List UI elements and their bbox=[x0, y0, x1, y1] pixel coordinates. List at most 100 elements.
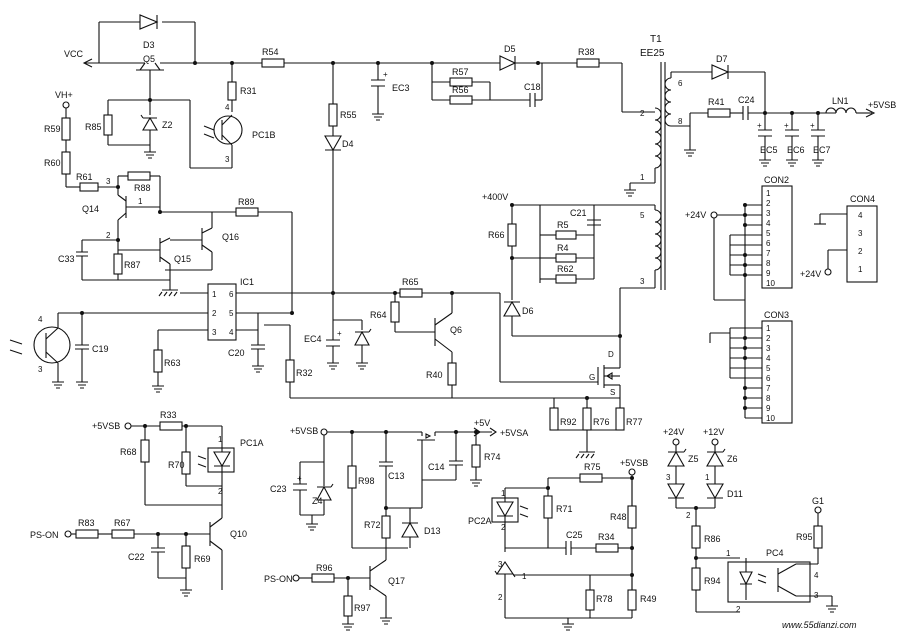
protection-section: +24V +12V Z5 Z6 3 1 D11 2 R86 R94 bbox=[663, 427, 838, 614]
svg-text:6: 6 bbox=[766, 239, 771, 248]
d3-diode bbox=[139, 14, 159, 30]
r89-resistor bbox=[235, 207, 259, 217]
d7-diode bbox=[711, 64, 730, 80]
svg-text:+: + bbox=[337, 329, 342, 338]
gate-drive: R65 R64 Q6 R40 D G S bbox=[370, 277, 621, 398]
r67-label: R67 bbox=[114, 518, 131, 528]
r33-resistor bbox=[159, 421, 183, 431]
z2-zener bbox=[140, 114, 158, 131]
r60-label: R60 bbox=[44, 158, 61, 168]
c19-capacitor bbox=[75, 344, 89, 350]
r31-resistor bbox=[227, 81, 237, 101]
r67-resistor bbox=[111, 529, 135, 539]
r68-resistor bbox=[140, 439, 150, 463]
z4-label: Z4 bbox=[312, 496, 323, 506]
r63-resistor bbox=[153, 349, 163, 373]
d4-diode bbox=[324, 135, 342, 152]
r4-label: R4 bbox=[557, 243, 569, 253]
q15-label: Q15 bbox=[174, 254, 191, 264]
svg-text:3: 3 bbox=[766, 344, 771, 353]
r96-resistor bbox=[311, 573, 335, 583]
c19-label: C19 bbox=[92, 344, 109, 354]
pc1a-pin1: 1 bbox=[218, 435, 223, 444]
z5-24v-label: +24V bbox=[663, 427, 684, 437]
pc4-pin1: 1 bbox=[726, 549, 731, 558]
r75-label: R75 bbox=[584, 462, 601, 472]
r78-label: R78 bbox=[596, 594, 613, 604]
v400-label: +400V bbox=[482, 192, 508, 202]
r63-label: R63 bbox=[164, 358, 181, 368]
pc1a-label: PC1A bbox=[240, 438, 264, 448]
d11a-pin3: 3 bbox=[666, 473, 671, 482]
r76-resistor bbox=[582, 407, 592, 431]
tl431-pin3: 3 bbox=[498, 560, 503, 569]
r32-resistor bbox=[285, 359, 295, 383]
c25-capacitor bbox=[565, 541, 572, 555]
r34-resistor bbox=[595, 543, 619, 553]
r5-resistor bbox=[555, 230, 577, 240]
primary-snubber: D5 R38 R57 R56 C18 bbox=[430, 44, 655, 113]
pc4-pin2: 2 bbox=[736, 605, 741, 614]
r97-label: R97 bbox=[354, 603, 371, 613]
d11b-pin1: 1 bbox=[705, 473, 710, 482]
r92-label: R92 bbox=[560, 417, 577, 427]
ic1-pin1: 1 bbox=[212, 290, 217, 299]
r72-label: R72 bbox=[364, 520, 381, 530]
pc4-label: PC4 bbox=[766, 548, 784, 558]
r66-resistor bbox=[507, 223, 517, 247]
mosfet-switch bbox=[597, 365, 620, 388]
r33-label: R33 bbox=[160, 410, 177, 420]
ec5-capacitor bbox=[758, 129, 772, 137]
svg-text:8: 8 bbox=[766, 394, 771, 403]
d3-label: D3 bbox=[143, 40, 155, 50]
r48-label: R48 bbox=[610, 512, 627, 522]
r71-resistor bbox=[543, 495, 553, 519]
r54-resistor bbox=[261, 58, 285, 68]
z5-label: Z5 bbox=[688, 454, 699, 464]
r87-label: R87 bbox=[124, 260, 141, 270]
vsb-out-label: +5VSB bbox=[868, 100, 896, 110]
tl431-pin2: 2 bbox=[498, 593, 503, 602]
z6-label: Z6 bbox=[727, 454, 738, 464]
pc4-pin4: 4 bbox=[814, 571, 819, 580]
svg-text:2: 2 bbox=[766, 334, 771, 343]
r5-label: R5 bbox=[557, 220, 569, 230]
pc1b-pin3: 3 bbox=[225, 155, 230, 164]
z6-12v-label: +12V bbox=[703, 427, 724, 437]
t1-pin1: 1 bbox=[640, 173, 645, 182]
svg-text:+: + bbox=[784, 121, 789, 130]
q10-label: Q10 bbox=[230, 529, 247, 539]
r34-label: R34 bbox=[598, 532, 615, 542]
d13-diode bbox=[401, 521, 419, 538]
ic1-pin4: 4 bbox=[229, 328, 234, 337]
vcc-label: VCC bbox=[64, 49, 84, 59]
d7-label: D7 bbox=[716, 54, 728, 64]
con4-label: CON4 bbox=[850, 194, 875, 204]
q14-transistor bbox=[117, 194, 127, 221]
r64-label: R64 bbox=[370, 310, 387, 320]
svg-text:4: 4 bbox=[766, 354, 771, 363]
c18-label: C18 bbox=[524, 82, 541, 92]
svg-text:1: 1 bbox=[858, 265, 863, 274]
d5-label: D5 bbox=[504, 44, 516, 54]
r62-resistor bbox=[555, 274, 577, 284]
con3-connector: CON3 1 2 3 4 5 6 7 8 9 10 bbox=[709, 300, 793, 424]
r61-resistor bbox=[79, 182, 99, 192]
svg-text:7: 7 bbox=[766, 384, 771, 393]
r57-label: R57 bbox=[452, 67, 469, 77]
r76-label: R76 bbox=[593, 417, 610, 427]
left-pc-pin3: 3 bbox=[38, 365, 43, 374]
ec6-label: EC6 bbox=[787, 145, 805, 155]
r77-resistor bbox=[615, 407, 625, 431]
r83-resistor bbox=[75, 529, 99, 539]
pc2a-label: PC2A bbox=[468, 516, 492, 526]
r60-resistor bbox=[61, 151, 71, 175]
ic1-pin6: 6 bbox=[229, 290, 234, 299]
r69-resistor bbox=[181, 545, 191, 569]
r94-label: R94 bbox=[704, 576, 721, 586]
c23-capacitor bbox=[293, 483, 307, 491]
r96-label: R96 bbox=[316, 563, 333, 573]
z2-label: Z2 bbox=[162, 120, 173, 130]
r74-label: R74 bbox=[484, 452, 501, 462]
svg-text:4: 4 bbox=[766, 219, 771, 228]
